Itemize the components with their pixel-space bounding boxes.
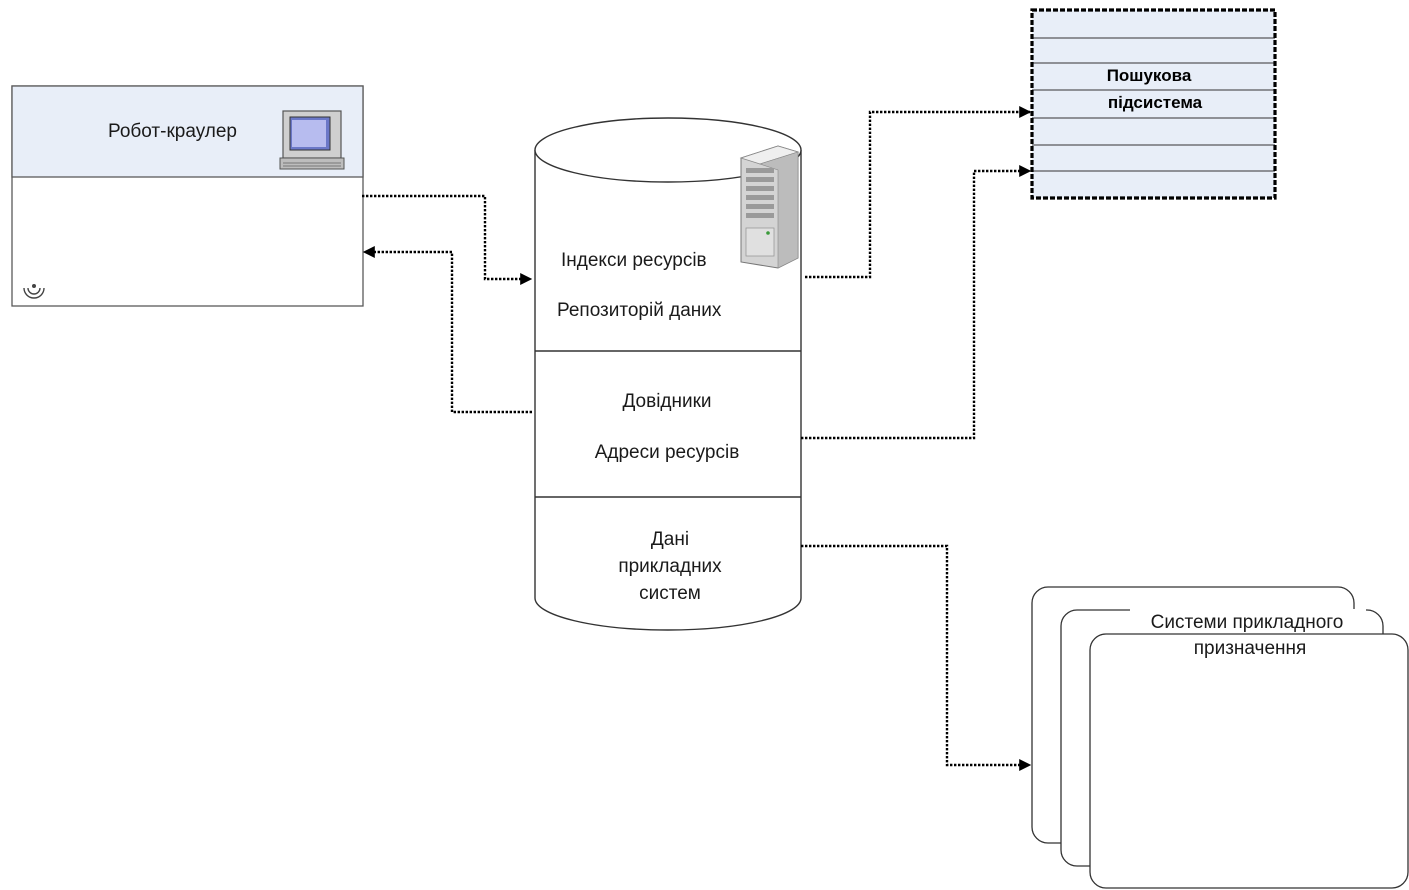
repository-applied-data-line-2: прикладних [618,556,722,577]
crawler-title: Робот-краулер [108,121,237,142]
repository-data-label: Репозиторій даних [557,300,722,321]
connector-crawler-to-repository [362,194,533,285]
search-subsystem-label-line-2: підсистема [1108,93,1203,112]
computer-icon [279,110,345,170]
repository-indexes-label: Індекси ресурсів [561,250,707,271]
repository-applied-data-line-3: систем [639,583,701,604]
search-subsystem-label-line-1: Пошукова [1107,66,1192,85]
crawler-node[interactable]: Робот-краулер [11,85,364,307]
repository-addresses-label: Адреси ресурсів [595,442,740,463]
connector-indexes-to-search [805,106,1032,279]
connector-repository-to-crawler [362,246,532,414]
connector-addresses-to-search [801,165,1032,440]
applied-systems-node[interactable]: Системи прикладного призначення [1031,586,1409,889]
repository-directories-label: Довідники [622,391,711,412]
repository-applied-data-line-1: Дані [651,529,689,550]
connector-applied-data-to-systems [801,544,1032,771]
repository-cylinder[interactable]: Індекси ресурсів Репозиторій даних Довід… [534,117,802,631]
wireless-icon [23,284,45,299]
applied-systems-label-line-2: призначення [1194,638,1307,659]
server-icon [739,145,800,269]
applied-systems-label-line-1: Системи прикладного [1151,612,1344,633]
search-subsystem-node[interactable]: Пошукова підсистема [1030,8,1277,200]
